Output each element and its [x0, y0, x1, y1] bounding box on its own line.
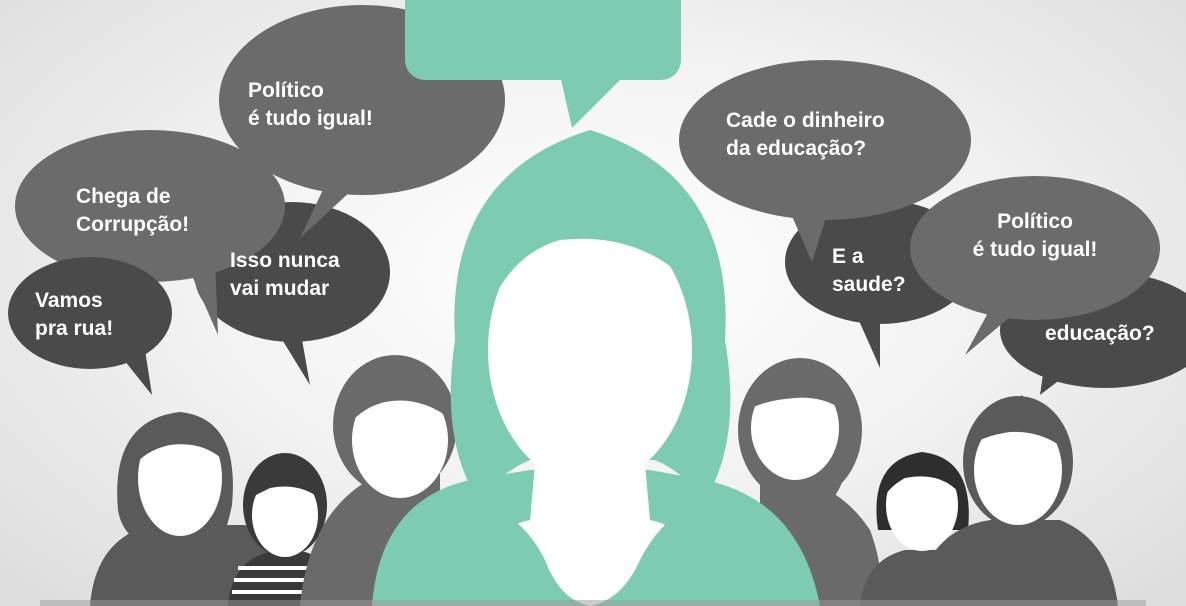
bubble-politico-right — [910, 176, 1160, 355]
bubble-text-isso: Isso nunca vai mudar — [230, 249, 340, 300]
bubble-text-politico-left: Político é tudo igual! — [248, 79, 373, 130]
bubble-text-educacao: educação? — [1045, 322, 1155, 345]
bubble-text-politico-right: Político é tudo igual! — [972, 210, 1098, 261]
person-man-spiky-hair — [915, 395, 1118, 606]
central-woman-figure — [372, 130, 820, 606]
bubble-text-vamos: Vamos pra rua! — [35, 289, 114, 340]
teal-speech-bubble — [405, 0, 681, 128]
bubble-vamos-pra-rua — [8, 257, 172, 395]
bubble-text-cade: Cade o dinheiro da educação? — [726, 109, 885, 160]
ground-line — [40, 600, 1146, 606]
bubble-text-saude: E a saude? — [832, 245, 906, 296]
bubble-text-chega: Chega de Corrupção! — [76, 185, 190, 236]
bubble-chega-de-corrupcao — [15, 130, 285, 335]
bubble-cade-dinheiro — [679, 60, 971, 262]
